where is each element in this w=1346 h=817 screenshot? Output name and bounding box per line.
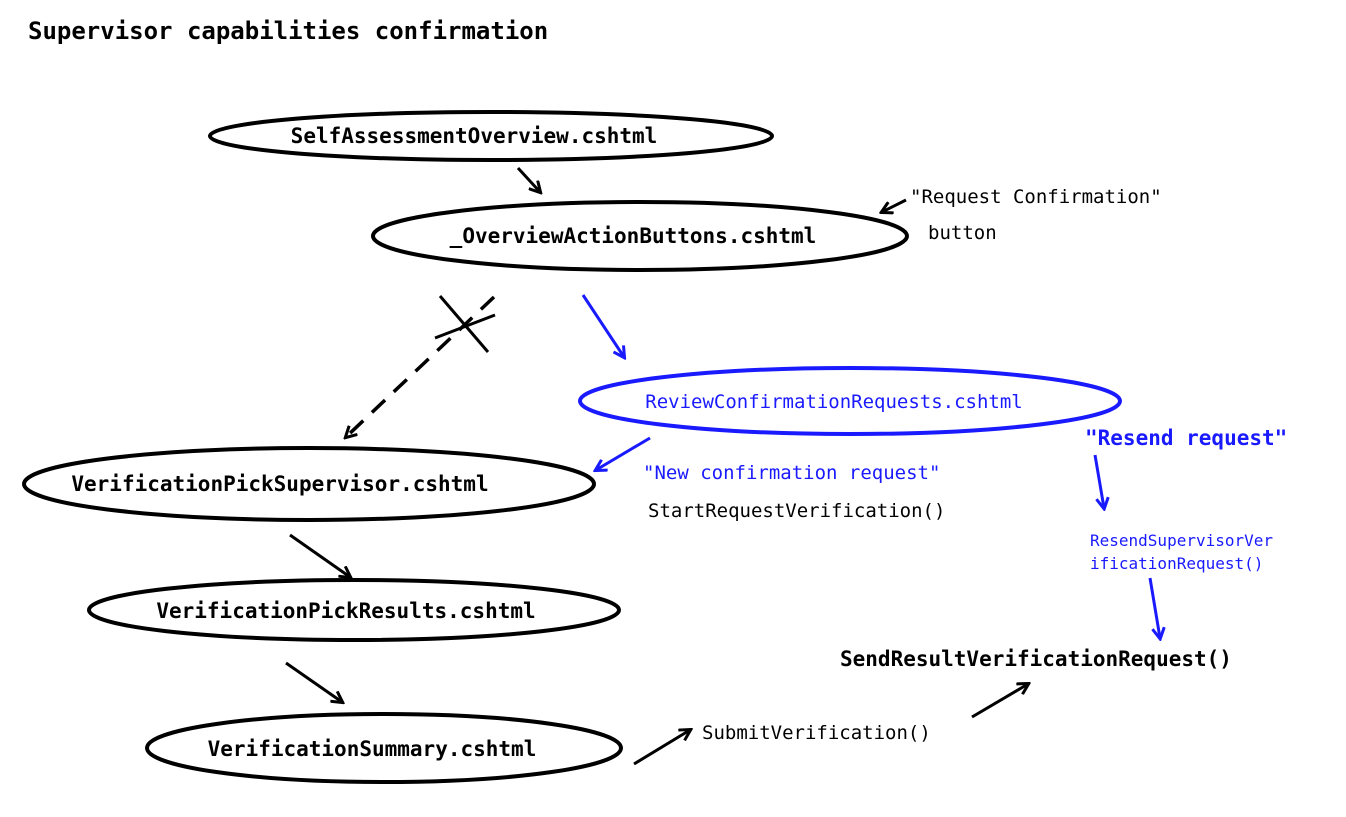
arrow-request-confirmation bbox=[882, 198, 907, 212]
diagram-title: Supervisor capabilities confirmation bbox=[28, 17, 548, 45]
annotation-start-request-verification: StartRequestVerification() bbox=[648, 500, 945, 522]
node-label: _OverviewActionButtons.cshtml bbox=[450, 224, 817, 248]
node-review-confirmation-requests: ReviewConfirmationRequests.cshtml bbox=[578, 366, 1122, 436]
arrow-review-to-pick-supervisor bbox=[596, 436, 651, 470]
annotation-request-confirmation: "Request Confirmation" bbox=[910, 186, 1162, 208]
annotation-new-confirmation-request: "New confirmation request" bbox=[643, 462, 940, 484]
node-verification-pick-supervisor: VerificationPickSupervisor.cshtml bbox=[22, 446, 596, 522]
node-label: SelfAssessmentOverview.cshtml bbox=[291, 124, 658, 148]
node-overview-action-buttons: _OverviewActionButtons.cshtml bbox=[371, 200, 909, 272]
annotation-button: button bbox=[928, 222, 997, 244]
cross-out-icon bbox=[434, 295, 496, 353]
node-verification-pick-results: VerificationPickResults.cshtml bbox=[87, 578, 621, 642]
arrow-summary-to-submit bbox=[633, 730, 690, 766]
annotation-send-result-verification-request: SendResultVerificationRequest() bbox=[840, 647, 1232, 671]
node-self-assessment-overview: SelfAssessmentOverview.cshtml bbox=[208, 110, 774, 162]
node-label: VerificationPickResults.cshtml bbox=[156, 599, 535, 623]
arrow-supervisor-to-results bbox=[289, 533, 350, 577]
arrow-buttons-to-review bbox=[581, 294, 624, 357]
arrow-dashed-obsolete bbox=[346, 295, 496, 437]
arrow-overview-to-buttons bbox=[516, 166, 540, 192]
annotation-resend-method: ificationRequest() bbox=[1090, 554, 1263, 573]
arrow-resend-request bbox=[1093, 454, 1104, 508]
node-label: VerificationPickSupervisor.cshtml bbox=[71, 472, 488, 496]
node-label: VerificationSummary.cshtml bbox=[208, 737, 537, 761]
node-label: ReviewConfirmationRequests.cshtml bbox=[645, 391, 1023, 413]
annotation-submit-verification: SubmitVerification() bbox=[702, 722, 931, 744]
annotation-resend-method: ResendSupervisorVer bbox=[1090, 531, 1273, 550]
node-verification-summary: VerificationSummary.cshtml bbox=[145, 712, 623, 784]
annotation-resend-request: "Resend request" bbox=[1085, 426, 1287, 450]
arrow-results-to-summary bbox=[285, 661, 342, 702]
arrow-resend-to-send bbox=[1148, 577, 1160, 638]
arrow-submit-to-send bbox=[971, 684, 1028, 719]
